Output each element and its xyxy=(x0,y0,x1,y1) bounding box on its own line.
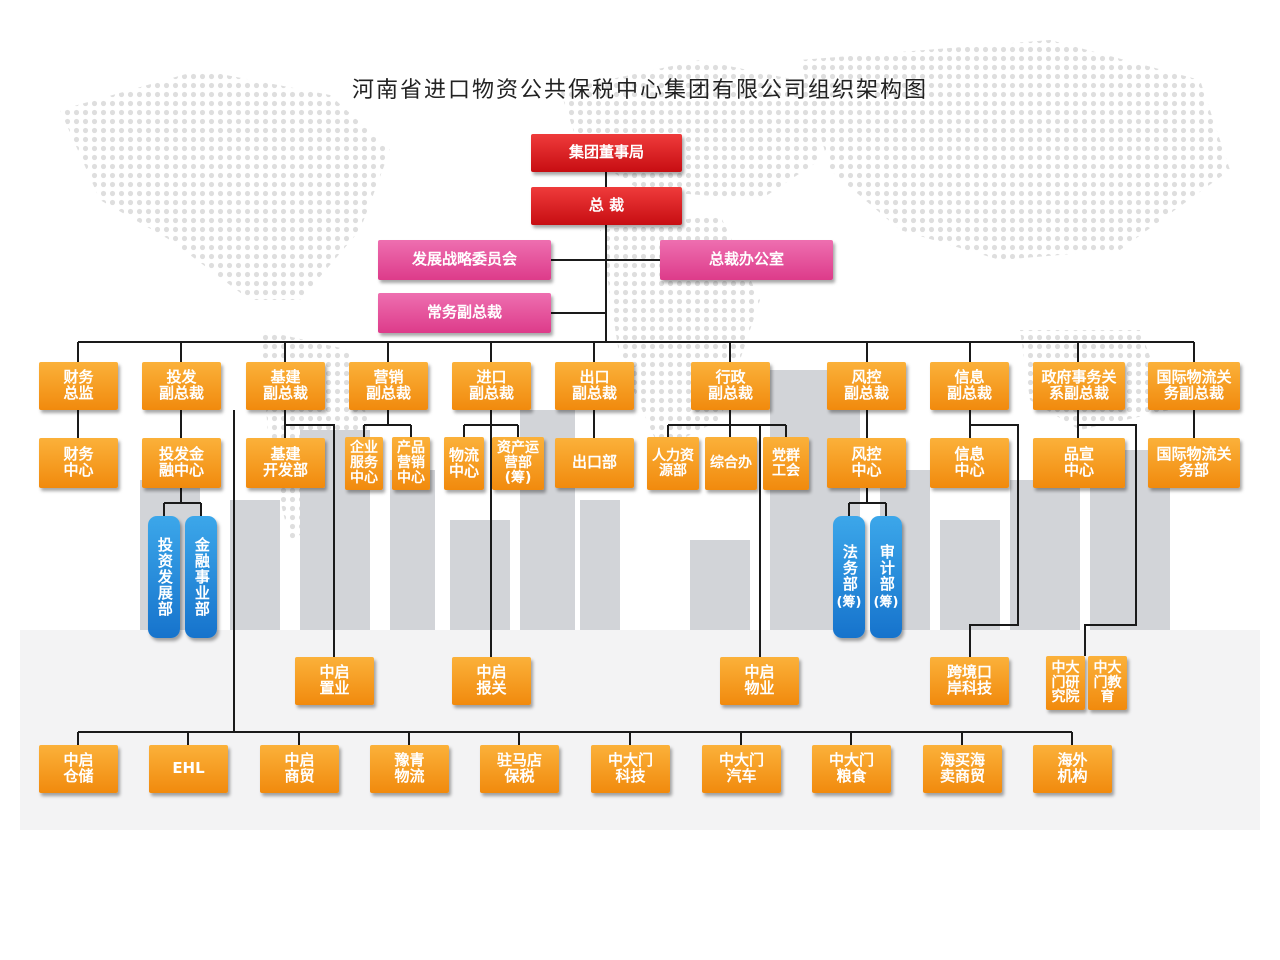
sub-zhongqi-trade: 中启 商贸 xyxy=(260,745,339,793)
sub-overseas: 海外 机构 xyxy=(1033,745,1112,793)
sub-zdm-grain: 中大门 粮食 xyxy=(812,745,891,793)
dept-risk-center: 风控 中心 xyxy=(827,438,906,488)
sub-zhongqi-estate-mgmt: 中启 物业 xyxy=(720,657,799,705)
sub-haimai-trade: 海买海 卖商贸 xyxy=(923,745,1002,793)
dept-asset-ops: 资产运 营部 (筹) xyxy=(492,437,544,490)
president-office: 总裁办公室 xyxy=(660,240,833,280)
dept-export: 出口部 xyxy=(555,438,634,488)
sub-zdm-research: 中大 门研 究院 xyxy=(1046,656,1085,710)
sub-yuqing-logistics: 豫青 物流 xyxy=(370,745,449,793)
sub-zhumadian-bonded: 驻马店 保税 xyxy=(480,745,559,793)
audit-note: (筹) xyxy=(873,595,899,611)
vp-marketing: 营销 副总裁 xyxy=(349,362,428,410)
legal-note: (筹) xyxy=(836,595,862,611)
vp-construction: 基建 副总裁 xyxy=(246,362,325,410)
dept-brand-center: 品宣 中心 xyxy=(1033,438,1125,488)
sub-ehl: EHL xyxy=(149,745,228,793)
dept-invest-finance-center: 投发金 融中心 xyxy=(142,438,221,488)
sub-zdm-auto: 中大门 汽车 xyxy=(702,745,781,793)
vp-intl-logistics: 国际物流关 务副总裁 xyxy=(1148,362,1240,410)
vp-investment: 投发 副总裁 xyxy=(142,362,221,410)
dept-intl-logistics: 国际物流关 务部 xyxy=(1148,438,1240,488)
vp-finance: 财务 总监 xyxy=(39,362,118,410)
dept-finance-center: 财务 中心 xyxy=(39,438,118,488)
sub-zhongqi-customs: 中启 报关 xyxy=(452,657,531,705)
vp-gov-affairs: 政府事务关 系副总裁 xyxy=(1033,362,1125,410)
strategy-committee: 发展战略委员会 xyxy=(378,240,551,280)
dept-general-office: 综合办 xyxy=(705,437,757,490)
vp-risk: 风控 副总裁 xyxy=(827,362,906,410)
dept-construction-dev: 基建 开发部 xyxy=(246,438,325,488)
president-box: 总 裁 xyxy=(531,187,682,225)
dept-hr: 人力资 源部 xyxy=(647,437,699,490)
sub-crossborder-tech: 跨境口 岸科技 xyxy=(930,657,1009,705)
sub-zhongqi-property: 中启 置业 xyxy=(295,657,374,705)
legal-label: 法务部 xyxy=(840,544,859,593)
vp-export: 出口 副总裁 xyxy=(555,362,634,410)
dept-info-center: 信息 中心 xyxy=(930,438,1009,488)
dept-invest-dev: 投资发展部 xyxy=(148,516,180,638)
vp-import: 进口 副总裁 xyxy=(452,362,531,410)
board-of-directors: 集团董事局 xyxy=(531,134,682,172)
sub-zdm-education: 中大 门教 育 xyxy=(1088,656,1127,710)
dept-enterprise-service: 企业 服务 中心 xyxy=(345,437,383,490)
executive-vp: 常务副总裁 xyxy=(378,293,551,333)
dept-legal: 法务部 (筹) xyxy=(833,516,865,638)
vp-info: 信息 副总裁 xyxy=(930,362,1009,410)
sub-zhongqi-storage: 中启 仓储 xyxy=(39,745,118,793)
dept-logistics-center: 物流 中心 xyxy=(444,437,484,490)
dept-finance-biz: 金融事业部 xyxy=(185,516,217,638)
audit-label: 审计部 xyxy=(877,544,896,593)
dept-party-union: 党群 工会 xyxy=(763,437,809,490)
sub-zdm-tech: 中大门 科技 xyxy=(591,745,670,793)
dept-audit: 审计部 (筹) xyxy=(870,516,902,638)
vp-admin: 行政 副总裁 xyxy=(691,362,770,410)
chart-title: 河南省进口物资公共保税中心集团有限公司组织架构图 xyxy=(351,78,928,103)
dept-product-marketing: 产品 营销 中心 xyxy=(392,437,430,490)
